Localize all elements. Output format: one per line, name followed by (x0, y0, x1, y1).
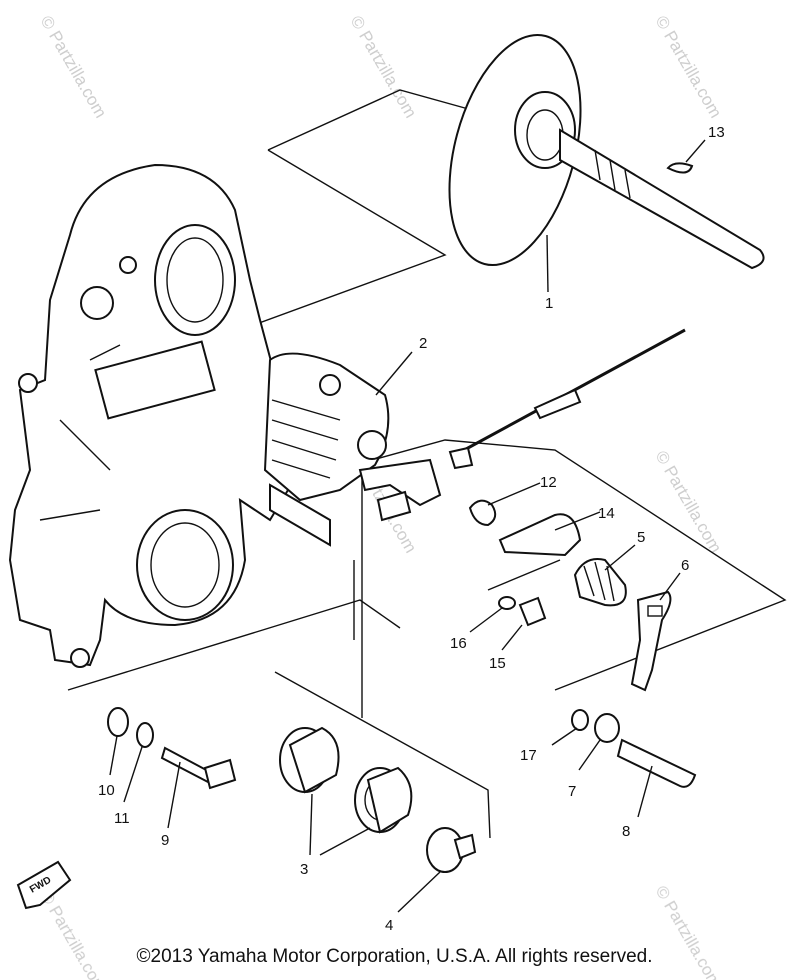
watermark-2: © Partzilla.com (347, 13, 421, 122)
bolt-15 (518, 596, 547, 627)
cable-end (448, 446, 474, 470)
callout-13: 13 (708, 124, 725, 141)
bracket (498, 513, 582, 557)
callout-5: 5 (637, 529, 645, 546)
callout-7: 7 (568, 783, 576, 800)
callout-3: 3 (300, 861, 308, 878)
lever-spring (376, 490, 412, 522)
key (666, 162, 694, 174)
callout-17: 17 (520, 747, 537, 764)
callout-14: 14 (598, 505, 615, 522)
watermark-1: © Partzilla.com (37, 13, 111, 122)
brake-pad (426, 827, 477, 873)
callout-4: 4 (385, 917, 393, 934)
callout-12: 12 (540, 474, 557, 491)
washer-11 (136, 722, 154, 748)
cable-adjuster (533, 388, 582, 420)
copyright-notice: ©2013 Yamaha Motor Corporation, U.S.A. A… (136, 946, 653, 967)
bolt-9 (160, 746, 212, 784)
crankcase-cover (8, 163, 302, 668)
washer-10 (107, 707, 129, 737)
caliper-pistons (279, 726, 413, 834)
callout-2: 2 (419, 335, 427, 352)
return-spring (468, 499, 497, 527)
callout-11: 11 (114, 810, 130, 827)
callout-15: 15 (489, 655, 506, 672)
callout-16: 16 (450, 635, 467, 652)
watermark-3: © Partzilla.com (652, 13, 726, 122)
fwd-arrow: FWD (16, 860, 72, 910)
brake-lever (358, 458, 442, 507)
callout-1: 1 (545, 295, 553, 312)
collar-7 (594, 713, 620, 743)
brake-caliper (263, 352, 390, 547)
watermark-4: © Partzilla.com (652, 448, 726, 557)
callout-9: 9 (161, 832, 169, 849)
primary-sheave (448, 33, 765, 270)
bolt-8 (616, 738, 697, 788)
callout-8: 8 (622, 823, 630, 840)
callout-10: 10 (98, 782, 115, 799)
washer-17 (571, 709, 589, 731)
callout-6: 6 (681, 557, 689, 574)
leader-lines (109, 139, 706, 913)
bolt-9-head (203, 758, 237, 790)
washer-16 (498, 596, 516, 610)
actuating-lever (630, 590, 672, 692)
